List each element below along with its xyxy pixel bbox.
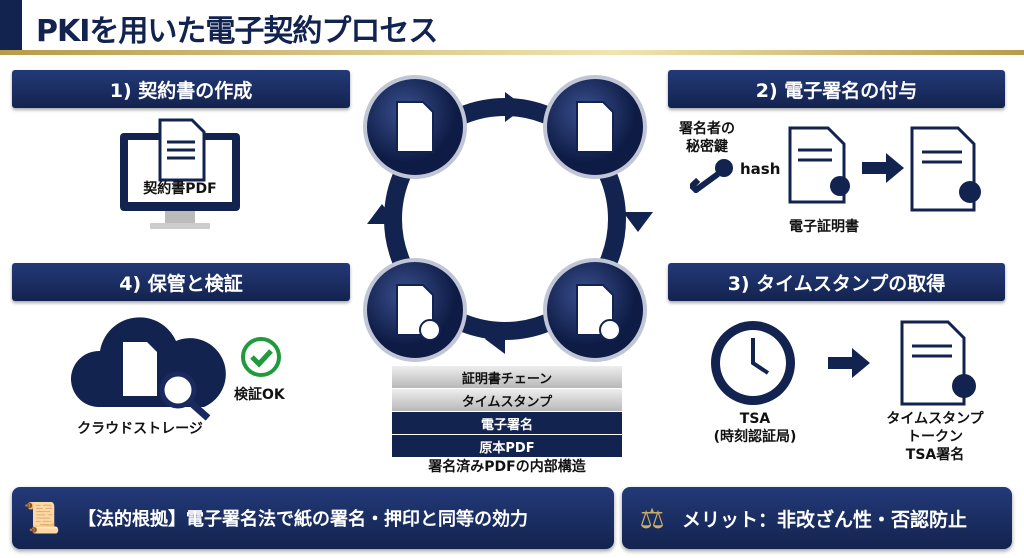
clock-icon — [711, 321, 795, 405]
arrow-right-icon — [828, 348, 870, 378]
stack-caption: 署名済みPDFの内部構造 — [428, 459, 586, 475]
monitor-icon — [120, 118, 240, 229]
timestamp-token-icon — [900, 320, 976, 406]
layer-signature: 電子署名 — [392, 412, 622, 434]
step3-header: 3) タイムスタンプの取得 — [668, 263, 1005, 301]
certificate-icon — [788, 126, 850, 204]
check-icon — [241, 337, 281, 377]
certificate-label: 電子証明書 — [789, 219, 859, 235]
contract-pdf-label: 契約書PDF — [143, 181, 217, 197]
hash-label: hash — [740, 160, 781, 178]
gold-divider — [0, 50, 1024, 55]
layer-timestamp: タイムスタンプ — [392, 389, 622, 411]
arrow-right-icon — [862, 153, 904, 183]
merit-text: メリット：非改ざん性・否認防止 — [682, 508, 968, 531]
page-title: PKIを用いた電子契約プロセス — [36, 14, 438, 49]
key-icon — [690, 159, 733, 193]
scroll-icon: 📜 — [23, 500, 61, 536]
layer-cert-chain: 証明書チェーン — [392, 366, 622, 388]
step2-header: 2) 電子署名の付与 — [668, 70, 1005, 108]
private-key-label: 署名者の 秘密鍵 — [679, 121, 735, 155]
cloud-storage-label: クラウドストレージ — [77, 421, 203, 437]
signed-document-icon — [910, 126, 981, 212]
cloud-storage-icon — [70, 317, 226, 421]
gavel-icon: ⚖ — [639, 501, 665, 535]
timestamp-token-label: タイムスタンプ トークン TSA署名 — [886, 411, 984, 463]
process-cycle-diagram — [363, 75, 653, 362]
verify-ok-label: 検証OK — [234, 387, 285, 403]
merit-banner: ⚖ メリット：非改ざん性・否認防止 — [622, 487, 1012, 549]
layer-original-pdf: 原本PDF — [392, 435, 622, 457]
step1-header: 1) 契約書の作成 — [12, 70, 350, 108]
title-accent-bar — [0, 0, 22, 52]
tsa-label: TSA (時刻認証局) — [713, 411, 797, 445]
legal-basis-text: 【法的根拠】電子署名法で紙の署名・押印と同等の効力 — [78, 509, 528, 530]
legal-basis-banner: 📜 【法的根拠】電子署名法で紙の署名・押印と同等の効力 — [12, 487, 614, 549]
step4-header: 4) 保管と検証 — [12, 263, 350, 301]
